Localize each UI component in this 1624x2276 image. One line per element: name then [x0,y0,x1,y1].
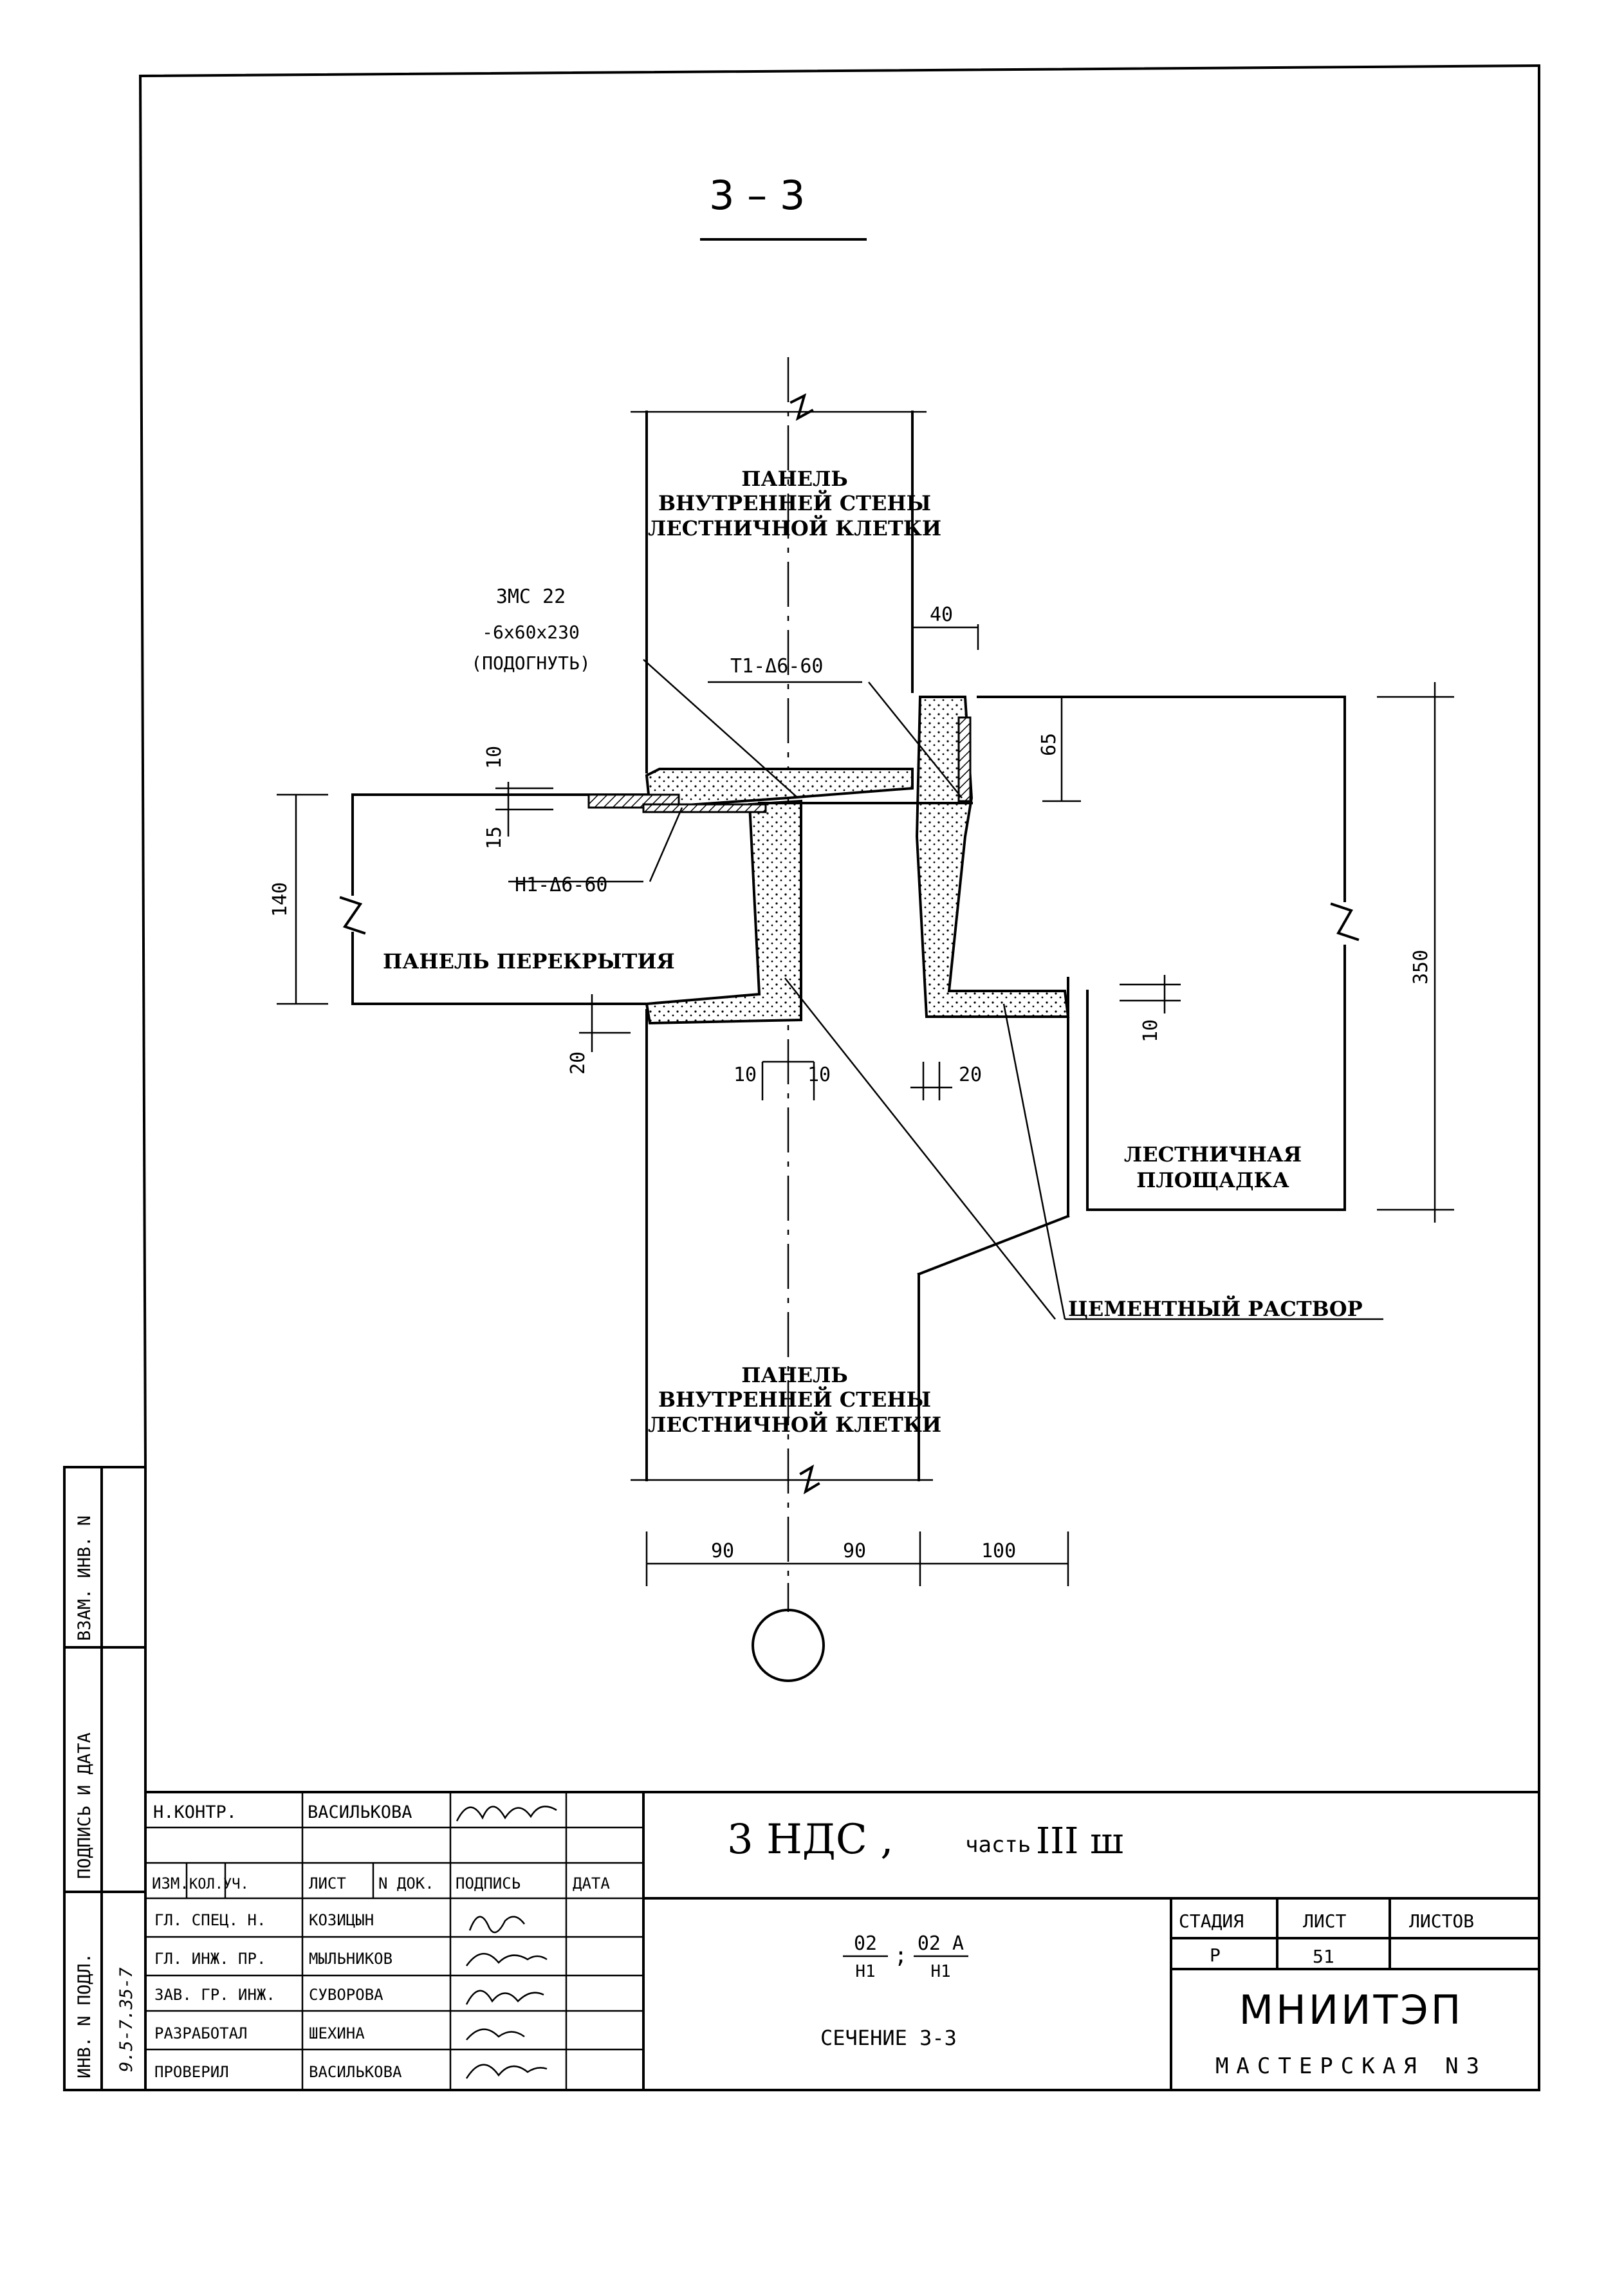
svg-text:ЛЕСТНИЧНАЯ: ЛЕСТНИЧНАЯ [1124,1142,1302,1167]
part-label: часть [965,1832,1031,1858]
leader-lines [508,659,1383,1320]
svg-text:ЛЕСТНИЧНОЙ КЛЕТКИ: ЛЕСТНИЧНОЙ КЛЕТКИ [648,1411,941,1437]
svg-text:ВНУТРЕННЕЙ СТЕНЫ: ВНУТРЕННЕЙ СТЕНЫ [658,490,931,515]
signatures [465,1916,548,2079]
approvals-table: ГЛ. СПЕЦ. Н. КОЗИЦЫН ГЛ. ИНЖ. ПР. МЫЛЬНИ… [154,1911,402,2081]
n1-label: Н1-Δ6-60 [515,874,608,896]
svg-text:КОЗИЦЫН: КОЗИЦЫН [309,1911,374,1929]
stamp-inv: ИНВ. N ПОДЛ. [75,1953,95,2078]
sheet-codes: 02 Н1 ; 02 А Н1 [843,1932,968,1981]
svg-text:ВАСИЛЬКОВА: ВАСИЛЬКОВА [309,2063,402,2081]
dim-10-top: 10 [483,746,506,769]
svg-text:;: ; [894,1943,907,1968]
stamp-vzam: ВЗАМ. ИНВ. N [75,1515,95,1641]
zms-label: ЗМС 22 -6х60х230 (ПОДОГНУТЬ) [471,586,590,674]
hdr-ndok: N ДОК. [378,1874,434,1892]
dimension-lines [277,624,1454,1586]
dim-350: 350 [1410,950,1432,985]
stage-value: Р [1210,1945,1221,1966]
svg-text:ВНУТРЕННЕЙ СТЕНЫ: ВНУТРЕННЕЙ СТЕНЫ [658,1386,931,1412]
svg-text:СУВОРОВА: СУВОРОВА [309,1986,383,2004]
cement-mortar [645,696,1070,1025]
axis-marker [752,1609,825,1682]
svg-text:Н1: Н1 [855,1962,875,1981]
section-title: 3 – 3 [709,172,805,219]
svg-text:-6х60х230: -6х60х230 [482,622,580,643]
signature-n-kontr [456,1806,557,1822]
dim-10-right: 10 [1140,1019,1162,1042]
svg-text:РАЗРАБОТАЛ: РАЗРАБОТАЛ [154,2024,248,2042]
mortar-label: ЦЕМЕНТНЫЙ РАСТВОР [1068,1295,1363,1321]
svg-text:МЫЛЬНИКОВ: МЫЛЬНИКОВ [309,1950,392,1968]
workshop-name: МАСТЕРСКАЯ N3 [1215,2053,1487,2079]
dim-20-left: 20 [567,1051,589,1075]
svg-text:ШЕХИНА: ШЕХИНА [309,2024,365,2042]
hdr-izm: ИЗМ. [152,1874,189,1892]
project-code: 3 НДС , [727,1816,894,1864]
stamp-inv-value: 9.5-7.35-7 [116,1967,136,2072]
landing-label: ЛЕСТНИЧНАЯ ПЛОЩАДКА [1124,1142,1302,1192]
svg-text:ПЛОЩАДКА: ПЛОЩАДКА [1136,1168,1289,1192]
dim-140: 140 [269,882,291,917]
sheet-value: 51 [1313,1946,1334,1967]
dim-10-b: 10 [807,1064,831,1086]
dim-65: 65 [1038,733,1060,756]
dim-15: 15 [483,826,506,849]
dim-20-mid: 20 [959,1064,982,1086]
svg-text:02: 02 [854,1932,877,1955]
svg-text:ЛЕСТНИЧНОЙ КЛЕТКИ: ЛЕСТНИЧНОЙ КЛЕТКИ [648,515,941,541]
dim-90-b: 90 [843,1540,866,1562]
svg-text:ПАНЕЛЬ: ПАНЕЛЬ [741,1363,848,1387]
sheet-label: ЛИСТ [1303,1911,1347,1932]
hdr-list: ЛИСТ [309,1874,346,1892]
sheet-frame [63,64,1541,2091]
sheets-label: ЛИСТОВ [1409,1911,1474,1932]
svg-text:ГЛ. СПЕЦ. Н.: ГЛ. СПЕЦ. Н. [154,1911,266,1929]
stamp-podpis: ПОДПИСЬ И ДАТА [75,1732,95,1879]
upper-wall-panel [631,393,927,773]
n-kontr-label: Н.КОНТР. [153,1802,237,1822]
stage-label: СТАДИЯ [1179,1911,1244,1932]
center-axis [752,357,825,1682]
dim-100: 100 [981,1540,1016,1562]
title-block: Н.КОНТР. ВАСИЛЬКОВА ИЗМ. КОЛ.УЧ. ЛИСТ N … [144,1791,1540,2091]
floor-panel-label: ПАНЕЛЬ ПЕРЕКРЫТИЯ [383,949,675,974]
org-name: МНИИТЭП [1239,1986,1464,2033]
upper-panel-label: ПАНЕЛЬ ВНУТРЕННЕЙ СТЕНЫ ЛЕСТНИЧНОЙ КЛЕТК… [648,467,941,541]
dim-40: 40 [930,604,953,626]
dim-10-a: 10 [734,1064,757,1086]
lower-wall-panel [631,977,1070,1495]
hdr-podpis: ПОДПИСЬ [456,1874,521,1892]
svg-text:ЗАВ. ГР. ИНЖ.: ЗАВ. ГР. ИНЖ. [154,1986,275,2004]
n-kontr-name: ВАСИЛЬКОВА [308,1802,412,1822]
svg-text:ПРОВЕРИЛ: ПРОВЕРИЛ [154,2063,229,2081]
stair-landing [977,696,1360,1211]
steel-elements [587,716,973,813]
sheet-title: СЕЧЕНИЕ 3-3 [820,2026,957,2050]
svg-text:ЗМС 22: ЗМС 22 [496,586,566,608]
svg-text:02 А: 02 А [918,1932,964,1955]
t1-label: Т1-Δ6-60 [730,655,824,678]
dim-90-a: 90 [711,1540,734,1562]
svg-text:(ПОДОГНУТЬ): (ПОДОГНУТЬ) [471,652,590,674]
hdr-koluch: КОЛ.УЧ. [189,1876,249,1892]
svg-text:Н1: Н1 [930,1962,950,1981]
svg-text:ГЛ. ИНЖ. ПР.: ГЛ. ИНЖ. ПР. [154,1950,266,1968]
lower-panel-label: ПАНЕЛЬ ВНУТРЕННЕЙ СТЕНЫ ЛЕСТНИЧНОЙ КЛЕТК… [648,1363,941,1437]
svg-text:ПАНЕЛЬ: ПАНЕЛЬ [741,467,848,491]
part-number: III ш [1036,1820,1123,1862]
side-stamp: ВЗАМ. ИНВ. N ПОДПИСЬ И ДАТА ИНВ. N ПОДЛ.… [63,1466,147,2091]
hdr-data: ДАТА [573,1874,610,1892]
